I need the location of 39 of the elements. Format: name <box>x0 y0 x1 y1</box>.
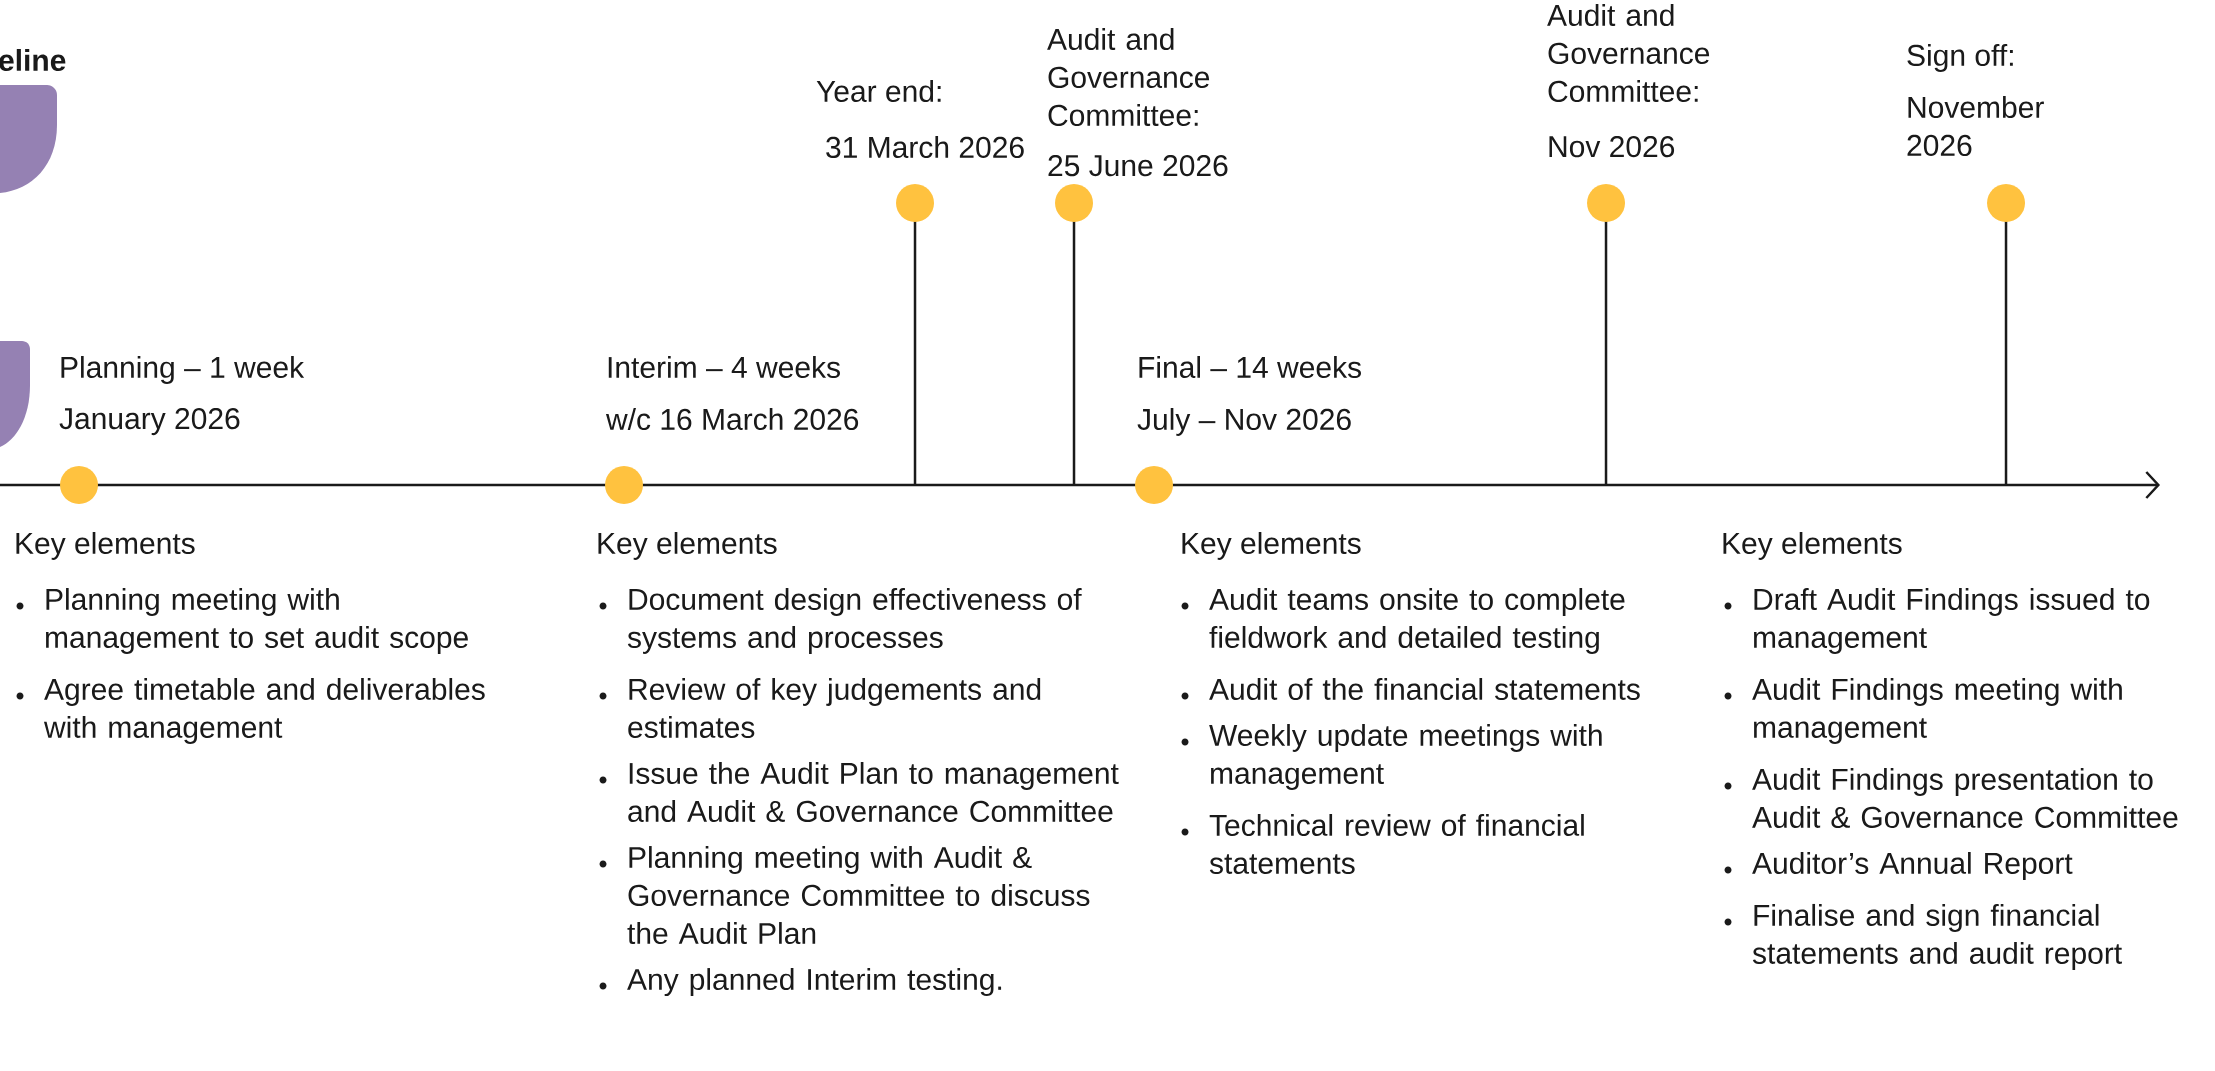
milestone-label: Sign off: <box>1907 44 2013 72</box>
milestone-label: Audit and Governance Committee: <box>1047 28 1210 127</box>
phase-label: Planning – 1 week <box>61 356 305 384</box>
column-heading: Key elements <box>1723 532 1902 560</box>
bullet-item: Any planned Interim testing. <box>599 968 1002 997</box>
bullet-item: Technical review of financial statements <box>1181 813 1584 874</box>
bullet-item: Audit of the financial statements <box>1181 677 1640 700</box>
date-label: November 2026 <box>1907 96 2044 157</box>
milestone-marker <box>1987 184 2026 485</box>
phase-dot <box>605 466 643 504</box>
milestone-marker <box>1587 184 1625 485</box>
bullet-item: Planning meeting with management to set audit scope <box>16 588 468 654</box>
bullet-item: Document design effectiveness of systems and processes <box>599 588 1082 654</box>
title: eline <box>0 49 66 71</box>
milestone-label: Year end: <box>816 80 941 103</box>
phase-dot <box>60 466 98 504</box>
date-label: July – Nov 2026 <box>1137 408 1351 436</box>
bullet-item: Weekly update meetings with management <box>1181 724 1602 790</box>
date-label: 25 June 2026 <box>1048 155 1228 177</box>
bullet-item: Auditor’s Annual Report <box>1724 851 2073 880</box>
bullet-item: Audit teams onsite to complete fieldwork and detailed testing <box>1181 588 1625 654</box>
bullet-item: Audit Findings meeting with management <box>1724 677 2122 744</box>
phase-dot <box>1135 466 1173 504</box>
phase-label: Interim – 4 weeks <box>608 356 840 379</box>
bullet-item: Review of key judgements and estimates <box>599 677 1041 738</box>
date-label: w/c 16 March 2026 <box>605 408 859 431</box>
date-label: Nov 2026 <box>1549 136 1675 158</box>
milestone-marker <box>1055 184 1093 485</box>
bullet-item: Finalise and sign financial statements and audit report <box>1724 903 2122 970</box>
bullet-item: Issue the Audit Plan to management and Audit & Governance Committee <box>599 762 1119 823</box>
bullet-item: Audit Findings presentation to Audit & Governance Committee <box>1724 767 2178 828</box>
phase-label: Final – 14 weeks <box>1139 356 1361 379</box>
bullet-item: Planning meeting with Audit & Governance Committee to discuss the Audit Plan <box>599 846 1090 945</box>
bullet-item: Agree timetable and deliverables with management <box>16 677 485 744</box>
date-label: January 2026 <box>59 408 240 436</box>
bullet-item: Draft Audit Findings issued to management <box>1724 588 2150 654</box>
date-label: 31 March 2026 <box>826 136 1024 159</box>
milestone-label: Audit and Governance Committee: <box>1547 4 1710 103</box>
milestone-marker <box>896 184 934 485</box>
